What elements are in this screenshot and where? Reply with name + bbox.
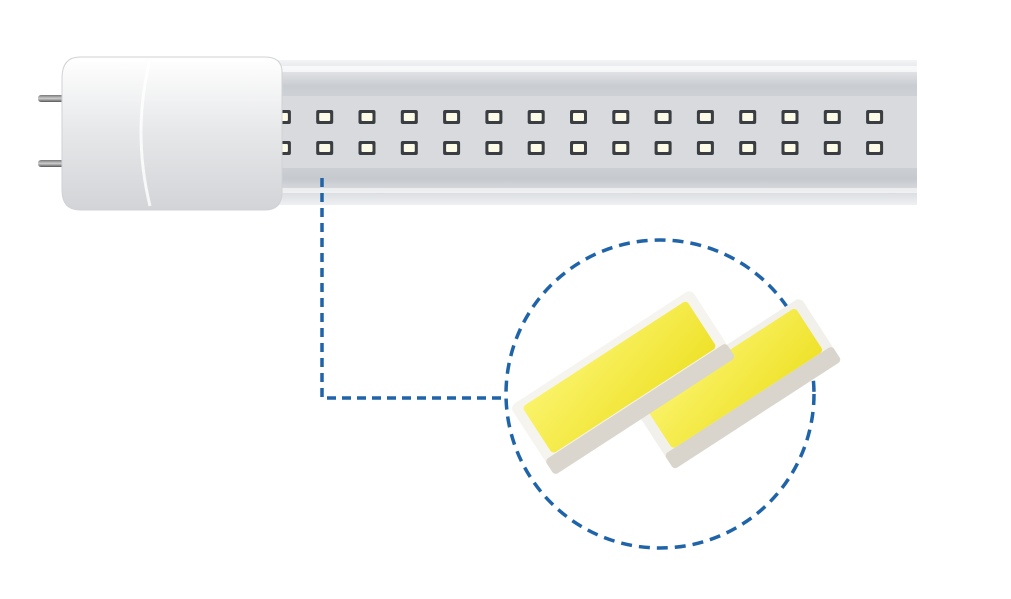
- led-chip: [400, 110, 418, 124]
- tube-end-cap: [61, 56, 283, 211]
- tube-end-cap-rim: [139, 59, 152, 207]
- led-chip: [316, 110, 334, 124]
- led-chip: [866, 141, 884, 155]
- led-chip: [739, 141, 757, 155]
- led-chip: [696, 110, 714, 124]
- led-chip: [823, 141, 841, 155]
- led-chip: [781, 110, 799, 124]
- led-chip: [485, 141, 503, 155]
- led-chip: [654, 141, 672, 155]
- tube-pin-bottom: [38, 160, 64, 167]
- led-chip: [443, 110, 461, 124]
- tube-highlight: [120, 66, 917, 72]
- led-chip: [739, 110, 757, 124]
- led-chip: [358, 141, 376, 155]
- led-chip: [527, 110, 545, 124]
- led-chip: [570, 141, 587, 155]
- callout-connector-line: [320, 178, 512, 400]
- led-chip: [612, 110, 630, 124]
- tube-pin-top: [38, 95, 64, 102]
- led-chip: [527, 141, 545, 155]
- led-chip: [316, 141, 334, 155]
- magnified-led-chip-back: [634, 299, 841, 469]
- led-chip: [443, 141, 461, 155]
- led-chip: [866, 110, 884, 124]
- led-chip: [612, 141, 630, 155]
- led-chip: [400, 141, 418, 155]
- magnified-led-chip-front: [512, 291, 735, 474]
- led-chip: [781, 141, 799, 155]
- led-chip: [654, 110, 672, 124]
- tube-lower-highlight: [120, 188, 917, 193]
- led-chip: [823, 110, 841, 124]
- led-chip: [358, 110, 376, 124]
- led-chip: [696, 141, 714, 155]
- led-chip: [485, 110, 503, 124]
- led-chip: [570, 110, 587, 124]
